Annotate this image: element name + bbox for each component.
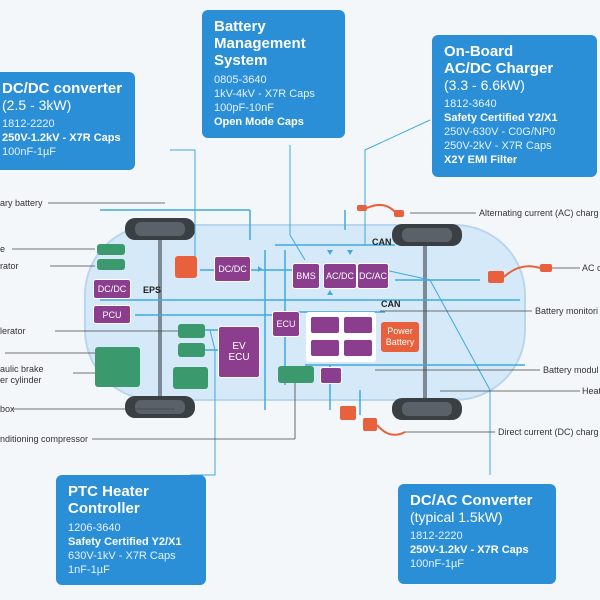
- callout-spec: Open Mode Caps: [214, 116, 304, 128]
- label-ac-charging: Alternating current (AC) charg: [479, 208, 599, 218]
- callout-dcac-converter: DC/AC Converter (typical 1.5kW) 1812-222…: [398, 484, 556, 584]
- label-leaders: [5, 202, 580, 440]
- callout-title: DC/AC Converter: [410, 492, 533, 509]
- label-gearbox: box: [0, 404, 15, 414]
- ac-plug-right: [488, 264, 552, 283]
- brake-block: [95, 347, 140, 387]
- label-generator: rator: [0, 261, 19, 271]
- label-battery-module: Battery modul: [543, 365, 599, 375]
- aux-battery-block: [175, 256, 197, 278]
- power-battery-label: Power Battery: [381, 322, 419, 352]
- callout-spec: 1206-3640: [68, 522, 121, 534]
- battery-pack: [306, 312, 376, 362]
- can-label-top: CAN: [372, 237, 392, 247]
- callout-spec: 0805-3640: [214, 74, 267, 86]
- callout-title: System: [214, 52, 268, 69]
- label-dc-charging: Direct current (DC) charg: [498, 427, 599, 437]
- battery-cell: [310, 339, 340, 357]
- wheel-rear-bottom: [392, 398, 462, 420]
- accel-block-1: [178, 324, 205, 338]
- label-ac-outlet: AC c: [582, 263, 600, 273]
- dcdc-block-main: DC/DC: [214, 256, 251, 282]
- can-label-mid: CAN: [381, 299, 401, 309]
- callout-title: DC/DC converter: [2, 80, 123, 97]
- callout-spec: 250V-630V - C0G/NP0: [444, 126, 556, 138]
- label-battery-monitoring: Battery monitori: [535, 306, 599, 316]
- compressor-block: [320, 367, 342, 384]
- callout-title: PTC Heater: [68, 483, 149, 500]
- battery-cell: [343, 339, 373, 357]
- ac-plug-top: [357, 203, 404, 217]
- dcac-block: DC/AC: [357, 263, 389, 289]
- callout-onboard-charger: On-Board AC/DC Charger (3.3 - 6.6kW) 181…: [432, 35, 597, 177]
- callout-spec: 100nF-1µF: [410, 558, 465, 570]
- heater-block: [278, 366, 314, 383]
- callout-subtitle: (2.5 - 3kW): [2, 97, 72, 113]
- callout-title: AC/DC Charger: [444, 60, 554, 77]
- callout-spec: 250V-1.2kV - X7R Caps: [410, 544, 529, 556]
- callout-spec: 1812-2220: [410, 530, 463, 542]
- callout-spec: Safety Certified Y2/X1: [444, 112, 558, 124]
- motor-block-2: [97, 259, 125, 270]
- label-heater: Heat: [582, 386, 600, 396]
- label-accelerator: lerator: [0, 326, 26, 336]
- callout-battery-management: Battery Management System 0805-3640 1kV-…: [202, 10, 345, 138]
- callout-ptc-heater: PTC Heater Controller 1206-3640 Safety C…: [56, 475, 206, 585]
- callout-spec: X2Y EMI Filter: [444, 154, 518, 166]
- gearbox-block: [173, 367, 208, 389]
- dcdc-block-secondary: DC/DC: [93, 279, 131, 299]
- callout-spec: 100pF-10nF: [214, 102, 274, 114]
- label-ac-compressor: nditioning compressor: [0, 434, 89, 444]
- wheel-front-top: [125, 218, 195, 240]
- accel-block-2: [178, 343, 205, 357]
- label-auxiliary-battery: ary battery: [0, 198, 43, 208]
- wheel-rear-top: [392, 224, 462, 246]
- callout-spec: 1nF-1µF: [68, 564, 110, 576]
- callout-spec: 1kV-4kV - X7R Caps: [214, 88, 315, 100]
- label-hydraulic-brake: aulic brake: [0, 364, 44, 374]
- pcu-block: PCU: [93, 305, 131, 324]
- wheel-front-bottom: [125, 396, 195, 418]
- acdc-block: AC/DC: [323, 263, 357, 289]
- eps-label: EPS: [143, 285, 162, 295]
- callout-title: Battery: [214, 18, 266, 35]
- dc-plug-bottom: [340, 406, 406, 436]
- label-master-cylinder: er cylinder: [0, 375, 42, 385]
- label-left-1: e: [0, 244, 6, 254]
- callout-spec: 100nF-1µF: [2, 146, 57, 158]
- callout-title: Controller: [68, 500, 140, 517]
- motor-block-1: [97, 244, 125, 255]
- callout-spec: Safety Certified Y2/X1: [68, 536, 182, 548]
- callout-subtitle: (typical 1.5kW): [410, 509, 503, 525]
- callout-dcdc-converter: DC/DC converter (2.5 - 3kW) 1812-2220 25…: [0, 72, 135, 170]
- callout-spec: 1812-2220: [2, 118, 55, 130]
- callout-spec: 250V-2kV - X7R Caps: [444, 140, 552, 152]
- ev-ecu-block: EV ECU: [218, 326, 260, 378]
- battery-cell: [310, 316, 340, 334]
- callout-title: Management: [214, 35, 306, 52]
- callout-spec: 630V-1kV - X7R Caps: [68, 550, 176, 562]
- callout-subtitle: (3.3 - 6.6kW): [444, 77, 525, 93]
- ecu-block: ECU: [272, 311, 300, 337]
- callout-title: On-Board: [444, 43, 514, 60]
- bms-block: BMS: [292, 263, 320, 289]
- battery-cell: [343, 316, 373, 334]
- callout-spec: 1812-3640: [444, 98, 497, 110]
- callout-spec: 250V-1.2kV - X7R Caps: [2, 132, 121, 144]
